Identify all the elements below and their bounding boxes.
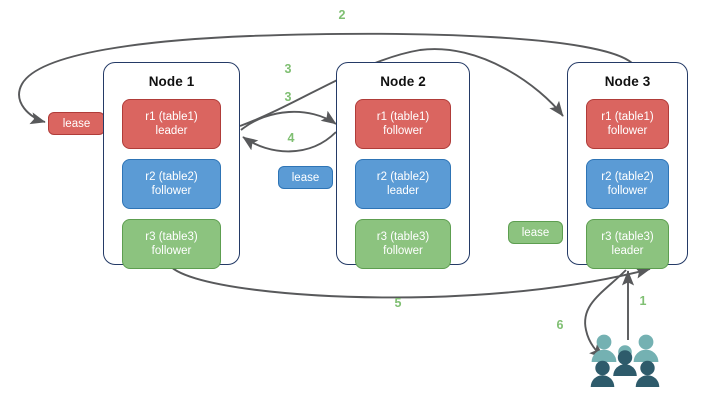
replica-name: r2 (table2): [376, 171, 430, 183]
step-label-3a: 3: [284, 62, 292, 76]
replica-role: follower: [383, 125, 423, 137]
replica-node3-r1[interactable]: r1 (table1) follower: [586, 99, 669, 149]
step-label-6: 6: [556, 318, 564, 332]
replica-role: leader: [155, 125, 188, 137]
step-label-3b: 3: [284, 90, 292, 104]
users-group-icon: [590, 334, 660, 387]
step-label-2: 2: [338, 8, 346, 22]
replica-node3-r2[interactable]: r2 (table2) follower: [586, 159, 669, 209]
lease-chip-green[interactable]: lease: [508, 221, 563, 244]
replica-role: follower: [607, 125, 648, 137]
node-card-3[interactable]: Node 3 r1 (table1) follower r2 (table2) …: [567, 62, 688, 269]
replica-role: follower: [383, 245, 423, 257]
node-card-2[interactable]: Node 2 r1 (table1) follower r2 (table2) …: [336, 62, 470, 269]
lease-label: lease: [521, 226, 550, 239]
replica-name: r3 (table3): [145, 231, 198, 243]
replica-node1-r3[interactable]: r3 (table3) follower: [122, 219, 221, 269]
replica-name: r1 (table1): [601, 111, 654, 123]
replica-node1-r2[interactable]: r2 (table2) follower: [122, 159, 221, 209]
node-title: Node 3: [604, 74, 651, 89]
replica-role: follower: [607, 185, 648, 197]
replica-role: leader: [611, 245, 644, 257]
lease-label: lease: [62, 117, 91, 130]
replica-name: r2 (table2): [601, 171, 654, 183]
node-title: Node 2: [380, 74, 426, 89]
arrow-step-3-lower: [240, 110, 337, 131]
step-label-4: 4: [287, 131, 295, 145]
replica-name: r2 (table2): [145, 171, 198, 183]
replica-name: r3 (table3): [376, 231, 430, 243]
replica-node1-r1[interactable]: r1 (table1) leader: [122, 99, 221, 149]
step-label-5: 5: [394, 296, 402, 310]
step-label-1: 1: [639, 294, 647, 308]
lease-chip-blue[interactable]: lease: [278, 166, 333, 189]
replica-role: follower: [151, 185, 192, 197]
replica-name: r1 (table1): [145, 111, 198, 123]
replica-node3-r3[interactable]: r3 (table3) leader: [586, 219, 669, 269]
replica-role: follower: [151, 245, 192, 257]
node-title: Node 1: [148, 74, 195, 89]
replica-role: leader: [387, 185, 419, 197]
lease-chip-red[interactable]: lease: [48, 112, 105, 135]
replica-node2-r3[interactable]: r3 (table3) follower: [355, 219, 451, 269]
replica-node2-r1[interactable]: r1 (table1) follower: [355, 99, 451, 149]
replica-name: r1 (table1): [376, 111, 430, 123]
replica-node2-r2[interactable]: r2 (table2) leader: [355, 159, 451, 209]
replica-name: r3 (table3): [601, 231, 654, 243]
node-card-1[interactable]: Node 1 r1 (table1) leader r2 (table2) fo…: [103, 62, 240, 269]
lease-label: lease: [291, 171, 320, 184]
